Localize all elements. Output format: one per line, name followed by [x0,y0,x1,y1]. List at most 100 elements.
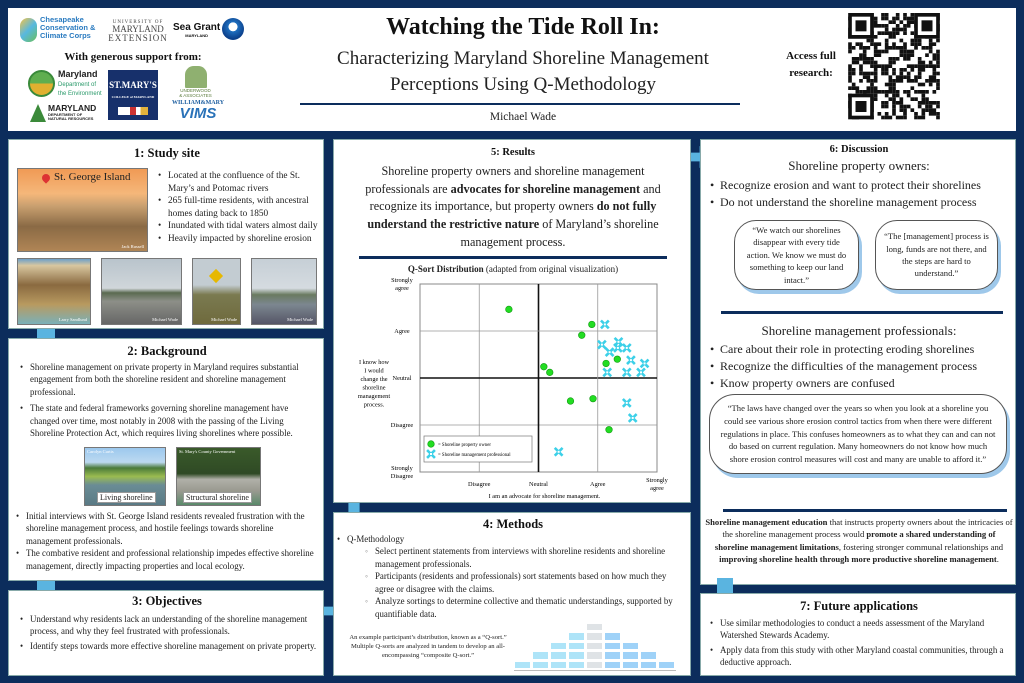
bullet: 265 full-time residents, with ancestral … [157,195,322,220]
bullet: Heavily impacted by shoreline erosion [157,233,322,246]
professional-point-center [603,323,606,326]
qr-module [851,57,856,61]
poster-subtitle-2: Perceptions Using Q-Methodology [390,74,656,95]
qr-module [936,86,940,90]
professional-point-center [617,340,620,343]
qr-module [866,57,871,61]
qr-module [932,57,937,61]
qr-module [925,104,929,109]
qr-module [873,20,878,24]
qsort-card [622,660,639,669]
qr-module [932,53,937,57]
bullet: Understand why residents lack an underst… [19,613,319,638]
qr-module [925,97,929,101]
qr-module [866,75,871,79]
chart-title-bold: Q-Sort Distribution [407,264,484,274]
qr-module [906,49,911,54]
owner-point [540,363,548,371]
qr-module [892,82,896,87]
summary-text: of Maryland’s shoreline management proce… [460,217,659,249]
qsort-card [568,651,585,660]
qr-module [877,49,882,54]
qr-module [888,64,893,68]
owner-point [546,368,554,376]
qr-module [851,68,856,72]
qr-module [925,108,929,112]
bullet: Inundated with tidal waters almost daily [157,220,322,233]
bullet: Know property owners are confused [709,375,1014,392]
conclusion-text: Shoreline management education that inst… [705,516,1013,566]
qr-module [862,60,867,65]
qr-code[interactable] [848,13,940,123]
qr-module [932,101,937,105]
flooded-road-photo: Michael Wade [101,258,182,325]
photo-caption: Living shoreline [97,492,156,503]
qr-module [936,49,940,54]
qr-module [881,104,885,109]
conclusion-emphasis: Shoreline management education [705,517,828,527]
qr-module [881,13,885,17]
professional-point-center [557,450,560,453]
qr-module [881,49,885,54]
qr-module [892,20,896,24]
qr-module [921,64,926,68]
qr-module [892,86,896,90]
qr-module [932,79,937,83]
results-heading: 5: Results [490,147,536,158]
qr-module [884,42,889,46]
qr-module [921,82,926,87]
qsort-card [586,622,603,631]
qr-module [936,79,940,83]
qr-module [859,90,863,94]
qr-module [914,97,918,101]
qr-module [888,86,893,90]
qr-module [870,79,874,83]
qr-module [895,24,900,28]
x-tick-label: Neutral [529,481,548,488]
qr-module [881,101,885,105]
qr-module [910,64,915,68]
qr-module [848,79,852,83]
qr-module [903,49,907,54]
qr-module [906,16,911,21]
qr-module [877,31,882,35]
qr-module [877,64,882,68]
qr-module [899,46,904,50]
qr-module [910,86,915,90]
qr-module [906,71,911,76]
qr-module [892,112,896,116]
qr-module [873,71,878,76]
qr-module [906,93,911,98]
qr-module [862,53,867,57]
qr-module [903,13,907,17]
road-sign-photo: Michael Wade [192,258,241,325]
qr-module [862,49,867,54]
qr-module [881,68,885,72]
qr-module [914,112,918,116]
qr-module [906,57,911,61]
conclusion-emphasis: promote a shared understanding of shorel… [714,529,996,552]
qr-module [892,60,896,65]
qr-module [848,71,852,76]
methods-heading: 4: Methods [482,517,544,531]
qsort-card [586,632,603,641]
legend-marker-center [430,453,432,455]
qr-module [917,104,922,109]
logo-underwood: UNDERWOOD& ASSOCIATES [173,66,218,98]
results-summary: Shoreline property owners and shoreline … [354,163,672,251]
qr-module [848,49,852,54]
qr-module [936,60,940,65]
qr-module [870,86,874,90]
bullet: Care about their role in protecting erod… [709,341,1014,358]
qr-module [903,57,907,61]
study-site-panel: 1: Study site St. George Island Jack Rus… [8,139,324,329]
qr-module [910,53,915,57]
owner-point [588,320,596,329]
methods-bullets: Q-Methodology Select pertinent statement… [336,533,686,620]
qr-module [866,38,871,43]
future-panel: 7: Future applications Use similar metho… [700,593,1016,676]
pros-title: Shoreline management professionals: [761,323,957,338]
qr-module [873,42,878,46]
